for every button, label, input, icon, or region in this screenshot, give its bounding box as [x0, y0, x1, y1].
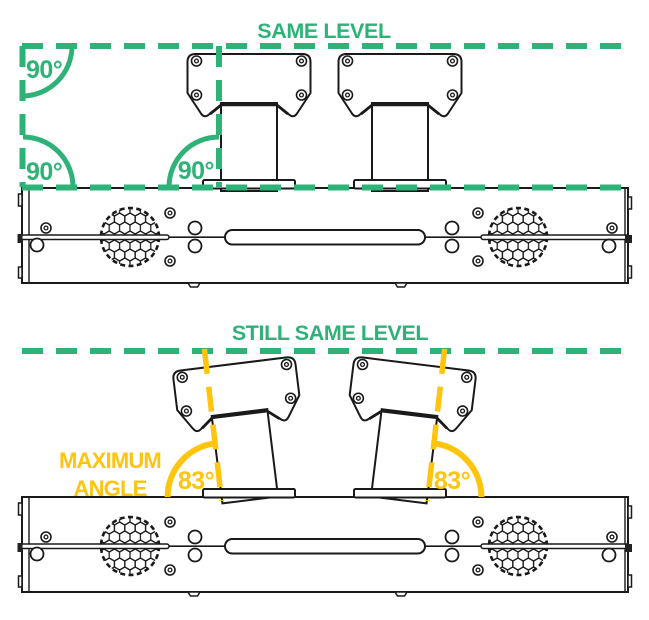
- arc-90-bottom-left: [22, 134, 76, 188]
- angle-arcs-top: [22, 46, 220, 188]
- arc-83-right: [433, 440, 485, 498]
- top-panel-title: SAME LEVEL: [257, 19, 391, 43]
- bottom-panel-title: STILL SAME LEVEL: [232, 321, 429, 345]
- top-panel: SAME LEVEL 90° 90° 90°: [18, 19, 633, 287]
- max-angle-label-line1: MAXIMUM: [59, 448, 161, 473]
- level-guides-top: [19, 43, 628, 191]
- bottom-panel: STILL SAME LEVEL MAXIMUM ANGLE 83° 83°: [18, 321, 633, 596]
- angle-label-83-left: 83°: [178, 467, 214, 495]
- tilt-axis-left: [201, 348, 225, 502]
- angle-label-90-bracket: 90°: [178, 157, 214, 185]
- angle-label-90-bottom-left: 90°: [26, 158, 62, 186]
- angle-label-90-top-left: 90°: [26, 56, 62, 84]
- max-angle-label-line2: ANGLE: [73, 476, 146, 501]
- arc-90-bracket: [166, 134, 220, 188]
- angle-label-83-right: 83°: [434, 467, 470, 495]
- fixture-body-top: [18, 188, 633, 287]
- tilt-axis-right: [424, 348, 448, 502]
- arc-83-left: [164, 440, 216, 498]
- arc-90-top-left: [22, 46, 75, 99]
- bracket-right-upright: [339, 54, 462, 191]
- tilt-axis-lines: [201, 348, 448, 502]
- angle-arcs-bottom: [164, 440, 485, 498]
- fixture-body-bottom: [18, 497, 633, 596]
